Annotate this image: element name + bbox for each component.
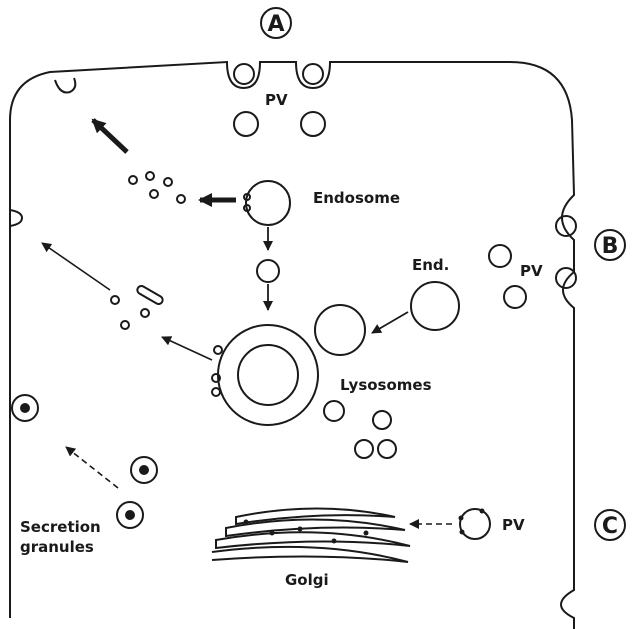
vesicle-coat-dot xyxy=(479,508,485,514)
primary-lysosome xyxy=(323,400,345,422)
pinocytic-vesicle-bottom xyxy=(459,508,491,540)
lysosomes-label: Lysosomes xyxy=(340,376,432,394)
primary-lysosome xyxy=(354,439,374,459)
pit-vesicle-b1 xyxy=(555,215,577,237)
panel-a-label: A xyxy=(267,12,284,37)
lysosome-bud xyxy=(213,345,223,355)
lysosome-bud xyxy=(211,373,221,383)
membrane-pit-left-1 xyxy=(9,209,24,227)
endosome-right xyxy=(410,281,460,331)
pv-top-label: PV xyxy=(265,91,288,109)
panel-c-label: C xyxy=(602,514,618,539)
vesicle-coat-dot xyxy=(459,529,465,535)
fusing-endosome xyxy=(314,304,366,356)
pinocytic-vesicle-right-1 xyxy=(488,244,512,268)
pv-right-label: PV xyxy=(520,262,543,280)
panel-a-circle xyxy=(260,7,292,39)
pit-vesicle-a2 xyxy=(302,63,324,85)
primary-lysosome xyxy=(377,439,397,459)
secretion-granule xyxy=(130,456,158,484)
small-vesicle xyxy=(163,177,173,187)
small-vesicle xyxy=(110,295,120,305)
lysosome-dense-core xyxy=(237,344,299,406)
pit-vesicle-b2 xyxy=(555,267,577,289)
primary-lysosome xyxy=(372,410,392,430)
endosome-bud xyxy=(243,193,251,201)
transport-vesicle xyxy=(256,259,280,283)
secretion-granule-core xyxy=(139,465,149,475)
small-vesicle xyxy=(120,320,130,330)
membrane-pit-left-2 xyxy=(54,77,77,94)
panel-b-label: B xyxy=(602,234,619,259)
panel-c-circle xyxy=(594,509,626,541)
golgi-apparatus xyxy=(211,507,411,563)
exocytosis-arrow-bold xyxy=(91,118,129,154)
pv-bottom-label: PV xyxy=(502,516,525,534)
pinocytic-vesicle-top-left xyxy=(233,111,259,137)
endosome-label: Endosome xyxy=(313,189,400,207)
panel-b-circle xyxy=(594,229,626,261)
recycling-arrow xyxy=(41,242,111,291)
secretion-granule-core xyxy=(125,510,135,520)
secretion-granule xyxy=(116,501,144,529)
small-vesicle xyxy=(176,194,186,204)
cell-membrane xyxy=(9,60,576,629)
golgi-label: Golgi xyxy=(285,571,329,589)
secretion-label-line1: Secretion xyxy=(20,518,101,536)
secretion-label-line2: granules xyxy=(20,538,94,556)
secretion-granule-core xyxy=(20,403,30,413)
small-vesicle xyxy=(128,175,138,185)
pinocytic-vesicle-top-right xyxy=(300,111,326,137)
lysosome-bud xyxy=(211,387,221,397)
secretion-granule-membrane xyxy=(11,394,39,422)
endosome-bud xyxy=(243,204,251,212)
vesicle-coat-dot xyxy=(458,515,464,521)
small-vesicle xyxy=(145,171,155,181)
secondary-lysosome xyxy=(217,324,319,426)
pinocytic-vesicle-right-2 xyxy=(503,285,527,309)
pit-vesicle-a1 xyxy=(233,63,255,85)
end-to-lysosome-arrow xyxy=(371,311,409,334)
secretion-arrow-dashed xyxy=(65,446,119,489)
endosome xyxy=(245,180,291,226)
small-vesicle xyxy=(140,308,150,318)
end-label: End. xyxy=(412,256,449,274)
tubular-vesicle xyxy=(136,285,164,305)
small-vesicle xyxy=(149,189,159,199)
lysosome-out-arrow xyxy=(161,336,213,361)
